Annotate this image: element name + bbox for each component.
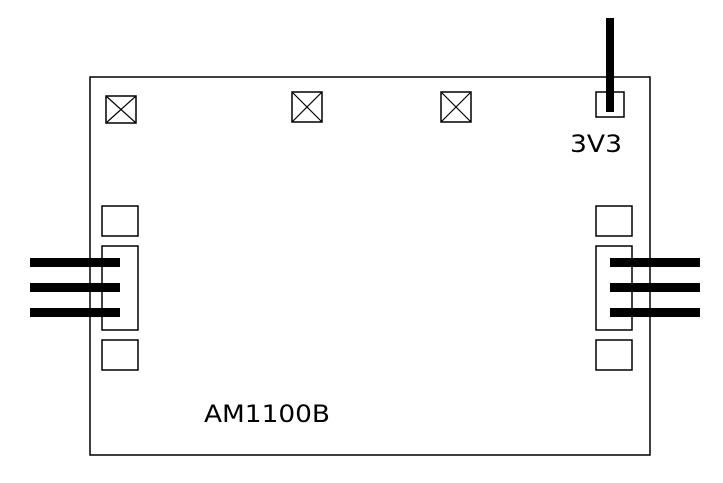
crossed-pad-1 <box>105 95 137 124</box>
right-lead-2 <box>610 283 700 292</box>
right-top-pad <box>595 205 633 237</box>
right-lead-1 <box>610 258 700 267</box>
crossed-pad-3 <box>440 91 472 123</box>
right-lead-3 <box>610 308 700 317</box>
left-bottom-pad <box>101 339 139 371</box>
left-lead-3 <box>30 308 120 317</box>
board-outline <box>89 76 651 456</box>
part-label: AM1100B <box>204 400 330 428</box>
left-top-pad <box>101 205 139 237</box>
crossed-pad-2 <box>291 91 323 123</box>
pin-label: 3V3 <box>570 130 622 158</box>
left-lead-1 <box>30 258 120 267</box>
power-lead <box>606 18 614 112</box>
left-lead-2 <box>30 283 120 292</box>
right-bottom-pad <box>595 339 633 371</box>
